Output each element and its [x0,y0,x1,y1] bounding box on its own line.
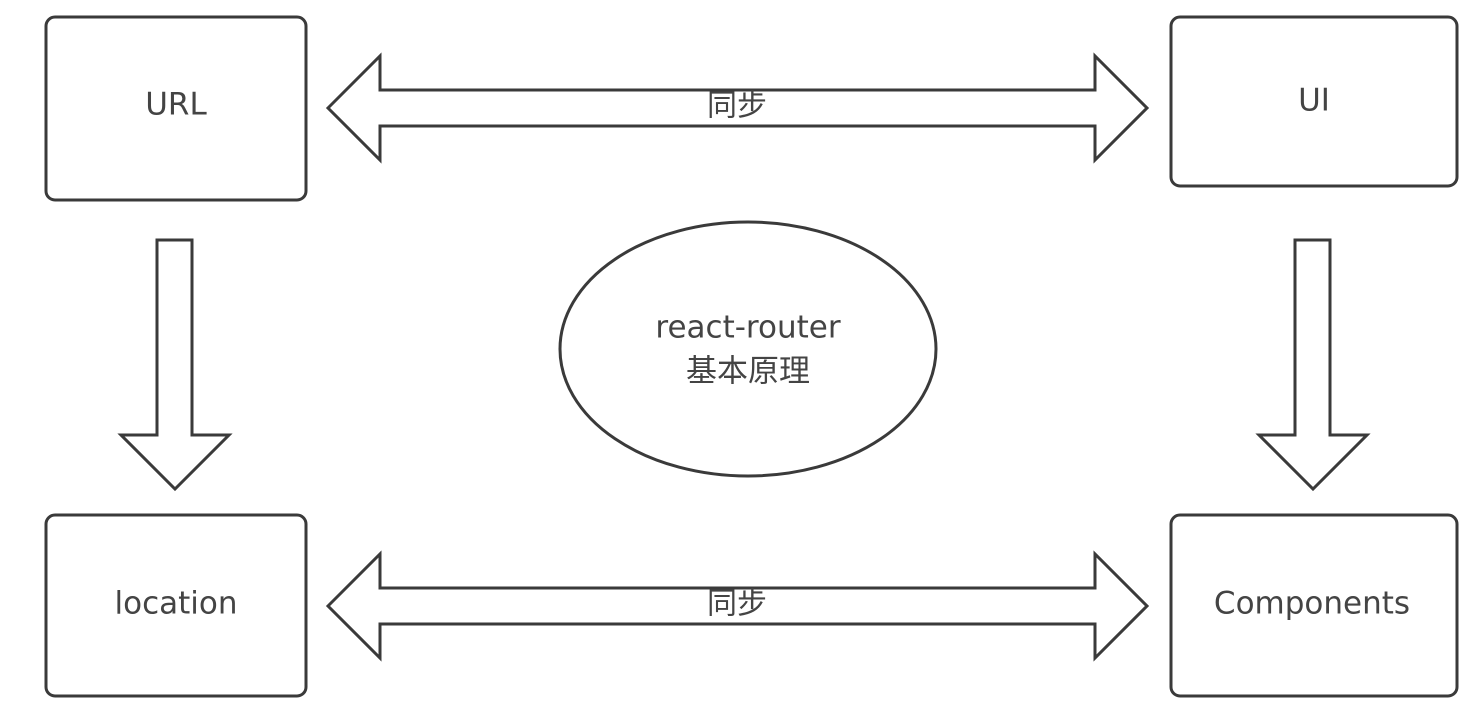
center-ellipse [558,220,938,478]
node-components-box [1169,513,1459,698]
node-ui-box [1169,15,1459,188]
center-concept: react-router 基本原理 [558,220,938,478]
node-location-label: location [114,586,237,622]
arrow-down-url-location [117,238,233,492]
node-location: location [44,513,308,698]
arrow-down-ui-components [1255,238,1371,492]
arrow-bottom-label: 同步 [707,587,767,622]
node-location-box [44,513,308,698]
arrow-url-ui-sync: 同步 [325,52,1150,164]
double-arrow-top-shape [325,52,1150,164]
node-url: URL [44,15,308,202]
arrow-top-label: 同步 [707,89,767,124]
center-line2: 基本原理 [686,354,810,390]
node-url-label: URL [145,87,207,123]
arrow-location-components-sync: 同步 [325,550,1150,662]
center-line1: react-router [655,310,840,346]
node-ui: UI [1169,15,1459,188]
node-ui-label: UI [1298,83,1330,119]
double-arrow-bottom-shape [325,550,1150,662]
node-url-box [44,15,308,202]
node-components-label: Components [1214,586,1410,622]
node-components: Components [1169,513,1459,698]
